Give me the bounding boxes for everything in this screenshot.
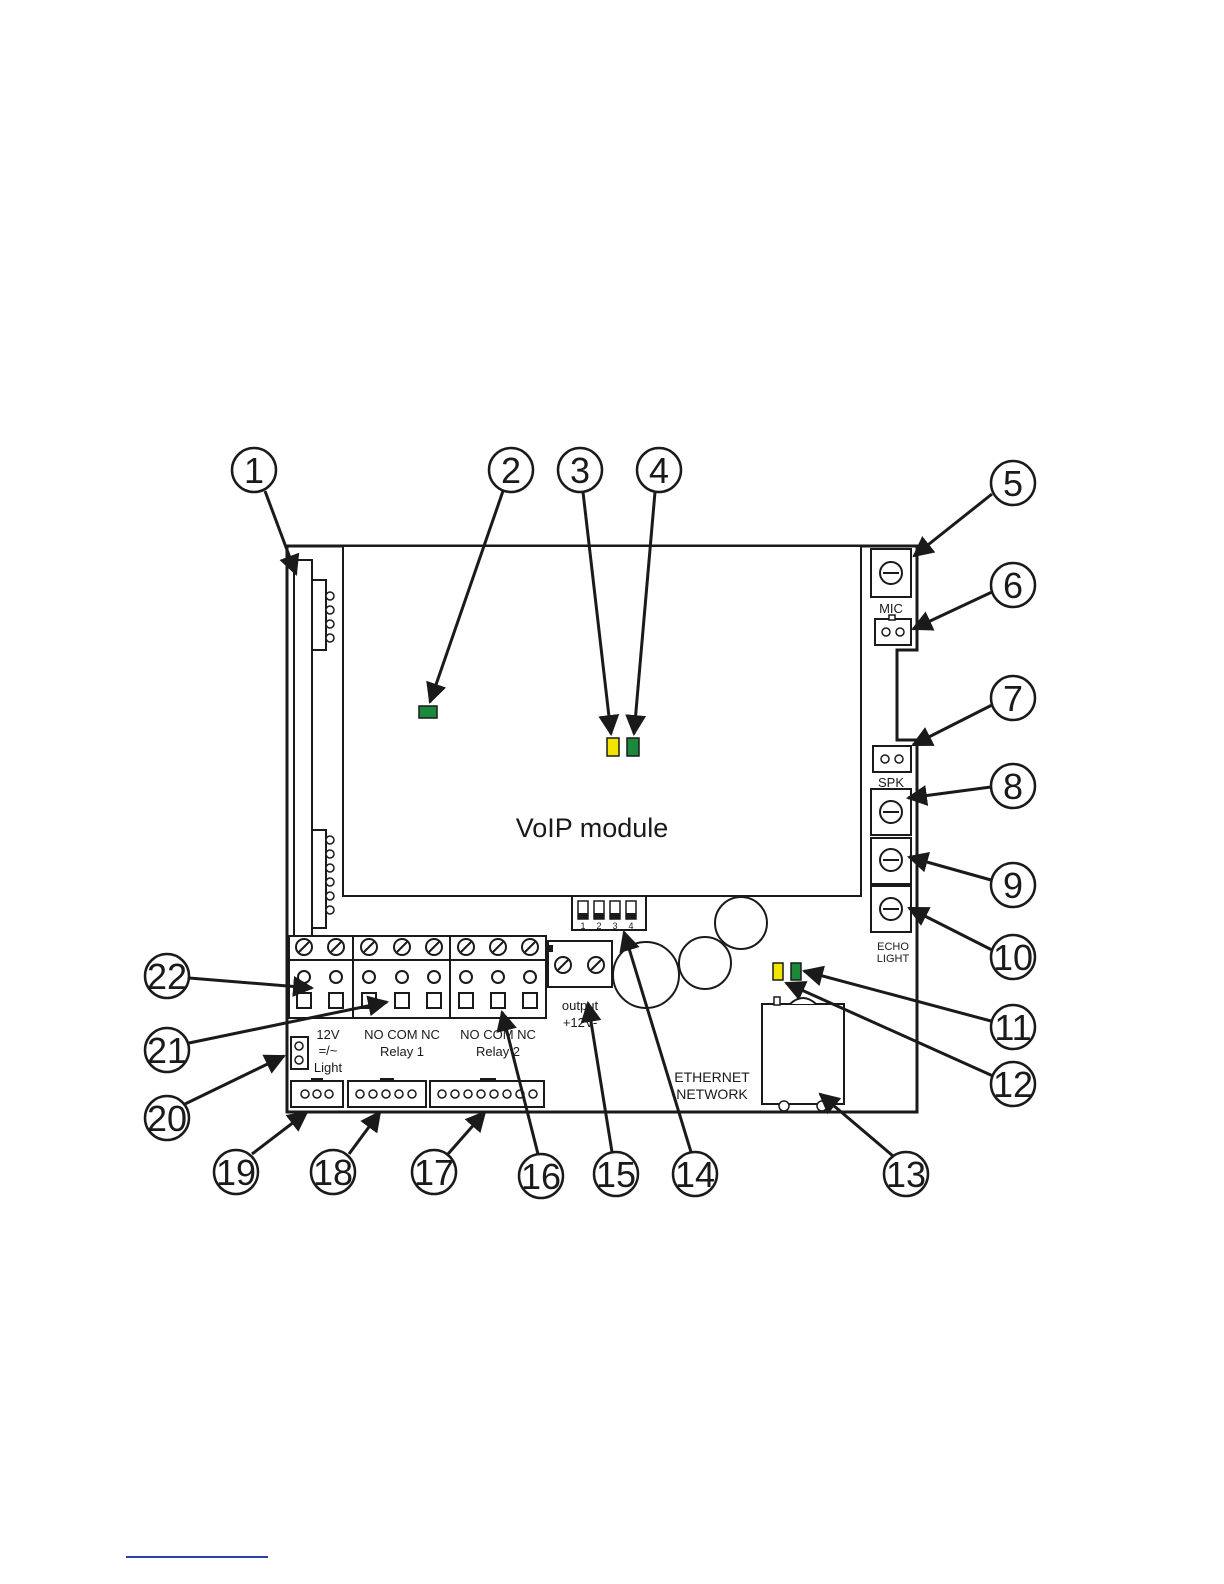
leader-19 xyxy=(252,1112,307,1154)
callout-9-num: 9 xyxy=(1003,865,1023,906)
ethernet-label-1: ETHERNET xyxy=(674,1069,750,1085)
leader-1 xyxy=(265,491,296,574)
connector-8pin xyxy=(430,1078,544,1107)
callout-22-num: 22 xyxy=(147,956,187,997)
relay2-contacts: NO COM NC xyxy=(460,1027,536,1042)
callout-3: 3 xyxy=(558,448,602,492)
leader-9 xyxy=(909,857,991,880)
leader-17 xyxy=(448,1112,485,1154)
led-yellow-ethernet xyxy=(773,963,783,980)
callout-10: 10 xyxy=(991,935,1035,979)
callout-13: 13 xyxy=(884,1152,928,1196)
callout-14: 14 xyxy=(673,1152,717,1196)
spk-gain-pot xyxy=(871,789,911,835)
echo-pot xyxy=(871,886,911,932)
connector-3pin xyxy=(291,1078,343,1107)
capacitor-2 xyxy=(679,937,731,989)
callout-20: 20 xyxy=(145,1096,189,1140)
callout-13-num: 13 xyxy=(886,1154,926,1195)
callout-16: 16 xyxy=(519,1154,563,1198)
leader-6 xyxy=(913,592,992,629)
relay1-contacts: NO COM NC xyxy=(364,1027,440,1042)
footnote-rule xyxy=(126,1556,268,1558)
callout-4-num: 4 xyxy=(649,450,669,491)
dip-label-4: 4 xyxy=(628,921,633,931)
callout-11-num: 11 xyxy=(994,1007,1031,1048)
dip-label-2: 2 xyxy=(596,921,601,931)
callout-11: 11 xyxy=(991,1005,1035,1049)
callout-19: 19 xyxy=(214,1150,258,1194)
led-green-module-2 xyxy=(627,738,639,756)
leader-7 xyxy=(913,705,992,745)
led-green-module xyxy=(419,706,437,718)
callout-18: 18 xyxy=(311,1150,355,1194)
led-yellow-module xyxy=(607,738,619,756)
callout-1: 1 xyxy=(232,448,276,492)
spk-label: SPK xyxy=(878,775,904,790)
leader-20 xyxy=(185,1056,284,1104)
volume-pot xyxy=(871,838,911,884)
callout-7-num: 7 xyxy=(1003,678,1023,719)
callout-15: 15 xyxy=(594,1152,638,1196)
mic-gain-pot xyxy=(871,549,911,597)
callout-22: 22 xyxy=(145,954,189,998)
ethernet-jack xyxy=(762,997,844,1111)
callout-8-num: 8 xyxy=(1003,766,1023,807)
capacitor-3 xyxy=(613,942,679,1008)
callout-18-num: 18 xyxy=(313,1152,353,1193)
leader-5 xyxy=(914,494,992,556)
ethernet-label-2: NETWORK xyxy=(676,1086,748,1102)
callout-5-num: 5 xyxy=(1003,463,1023,504)
callout-4: 4 xyxy=(637,448,681,492)
light-label-1: 12V xyxy=(316,1027,339,1042)
relay1-name: Relay 1 xyxy=(380,1044,424,1059)
light-label-3: Light xyxy=(314,1060,343,1075)
callout-17-num: 17 xyxy=(414,1152,454,1193)
callout-19-num: 19 xyxy=(216,1152,256,1193)
output-12v-connector xyxy=(548,941,612,987)
led-green-ethernet xyxy=(791,963,801,980)
leader-8 xyxy=(908,787,991,798)
callout-20-num: 20 xyxy=(147,1098,187,1139)
callout-16-num: 16 xyxy=(521,1156,561,1197)
mic-label: MIC xyxy=(879,601,903,616)
echo-label-1: ECHO xyxy=(877,941,909,953)
terminal-block xyxy=(289,936,546,1018)
callout-8: 8 xyxy=(991,764,1035,808)
callout-5: 5 xyxy=(991,461,1035,505)
output-label-1: output xyxy=(562,998,599,1013)
spk-connector xyxy=(873,746,911,772)
callout-21: 21 xyxy=(145,1028,189,1072)
voip-module xyxy=(343,546,861,896)
callout-12-num: 12 xyxy=(993,1064,1033,1105)
callout-2-num: 2 xyxy=(501,450,521,491)
capacitor-1 xyxy=(715,897,767,949)
voip-module-label: VoIP module xyxy=(516,813,669,843)
callout-10-num: 10 xyxy=(993,937,1033,978)
callout-6: 6 xyxy=(991,563,1035,607)
dip-label-1: 1 xyxy=(580,921,585,931)
callout-9: 9 xyxy=(991,863,1035,907)
callout-1-num: 1 xyxy=(244,450,264,491)
callout-15-num: 15 xyxy=(596,1154,636,1195)
callout-2: 2 xyxy=(489,448,533,492)
callout-17: 17 xyxy=(412,1150,456,1194)
light-jumper xyxy=(291,1037,308,1069)
callout-7: 7 xyxy=(991,676,1035,720)
leader-10 xyxy=(909,908,992,950)
callout-6-num: 6 xyxy=(1003,565,1023,606)
dip-label-3: 3 xyxy=(612,921,617,931)
callout-3-num: 3 xyxy=(570,450,590,491)
leader-18 xyxy=(349,1112,380,1154)
callout-14-num: 14 xyxy=(675,1154,715,1195)
connector-5pin xyxy=(348,1078,426,1107)
mic-connector xyxy=(875,615,911,645)
callout-12: 12 xyxy=(991,1062,1035,1106)
callout-21-num: 21 xyxy=(147,1030,187,1071)
light-label-2: =/~ xyxy=(319,1043,338,1058)
echo-label-2: LIGHT xyxy=(877,953,910,965)
